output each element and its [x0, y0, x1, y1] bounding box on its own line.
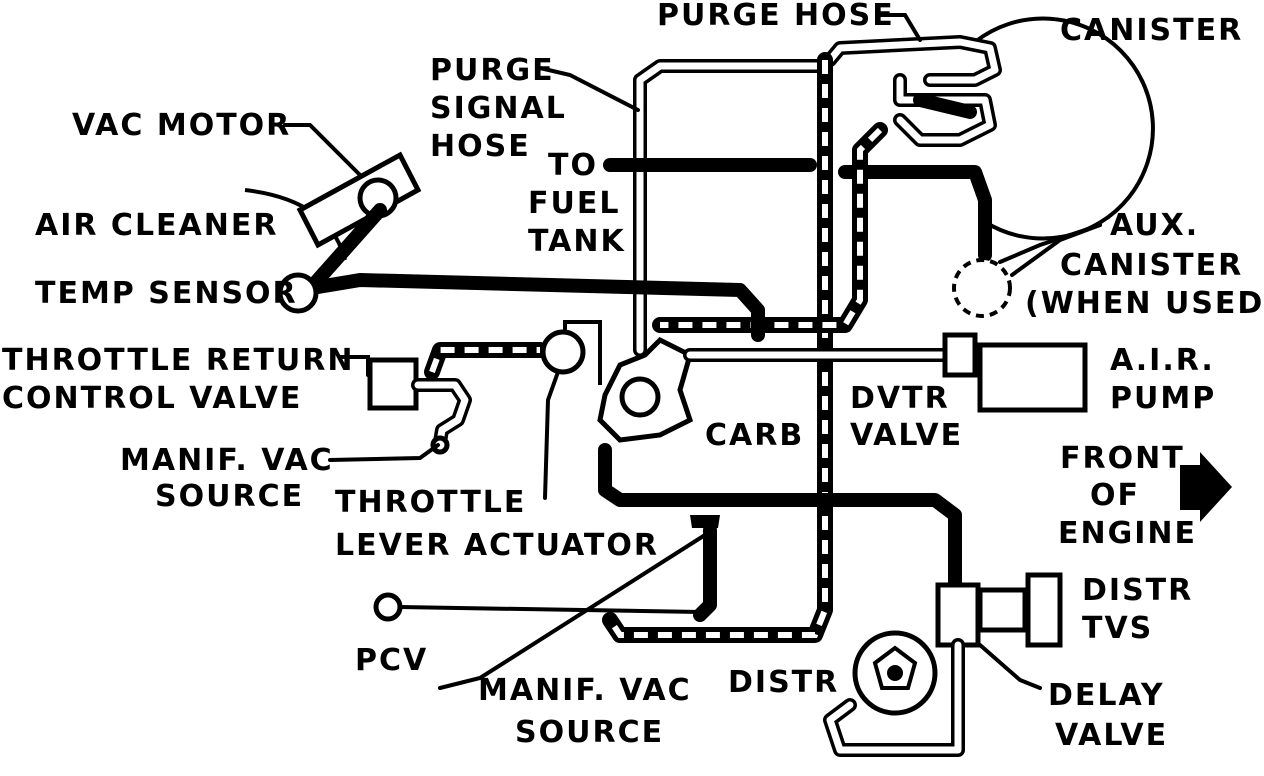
pcv — [373, 592, 701, 622]
manif-vac-source-fitting — [690, 515, 720, 622]
label-delay-valve-2: VALVE — [1055, 718, 1168, 753]
label-to-fuel-tank-2: FUEL — [528, 186, 620, 221]
label-temp-sensor: TEMP SENSOR — [35, 276, 298, 311]
label-dvtr-valve-1: DVTR — [850, 381, 950, 416]
label-front-of-engine-2: OF — [1090, 478, 1140, 513]
label-air-pump-2: PUMP — [1110, 381, 1216, 416]
temp-sensor-hose — [293, 273, 765, 342]
label-vac-motor: VAC MOTOR — [72, 108, 291, 143]
label-to-fuel-tank-1: TO — [548, 148, 598, 183]
label-manif-vac-source-bottom-1: MANIF. VAC — [478, 673, 692, 708]
throttle-return-control-valve — [367, 357, 472, 455]
fuel-tank-hose-right — [838, 165, 992, 262]
label-front-of-engine-1: FRONT — [1060, 441, 1185, 476]
canister-to-carb-hose — [652, 122, 888, 333]
label-purge-signal-hose-1: PURGE — [430, 53, 555, 88]
carburetor — [597, 336, 694, 443]
label-distr-tvs-1: DISTR — [1082, 573, 1193, 608]
air-pump — [942, 332, 1088, 413]
label-to-fuel-tank-3: TANK — [528, 224, 626, 259]
label-aux-canister-3: (WHEN USED) — [1025, 286, 1264, 321]
distributor — [852, 630, 938, 716]
label-throttle-lever-1: THROTTLE — [335, 485, 526, 520]
front-arrow-icon — [1180, 452, 1232, 522]
label-air-pump-1: A.I.R. — [1110, 343, 1215, 378]
label-delay-valve-1: DELAY — [1048, 678, 1165, 713]
purge-hose-fittings — [823, 35, 1002, 147]
canister — [973, 16, 1155, 241]
aux-canister — [952, 258, 1012, 318]
throttle-lever-actuator — [540, 329, 586, 375]
label-carb: CARB — [705, 418, 804, 453]
delay-valve-hose — [823, 638, 965, 757]
label-purge-signal-hose-2: SIGNAL — [430, 91, 567, 126]
label-aux-canister-2: CANISTER — [1060, 248, 1243, 283]
label-throttle-lever-2: LEVER ACTUATOR — [335, 528, 659, 563]
distr-tvs — [935, 572, 1063, 648]
label-throttle-return-2: CONTROL VALVE — [2, 381, 302, 416]
label-distr: DISTR — [728, 665, 839, 700]
throttle-valve-hose — [424, 342, 548, 380]
label-aux-canister-1: AUX. — [1110, 208, 1199, 243]
label-purge-signal-hose-3: HOSE — [430, 129, 531, 164]
label-front-of-engine-3: ENGINE — [1058, 516, 1197, 551]
label-pcv: PCV — [355, 643, 428, 678]
label-throttle-return-1: THROTTLE RETURN — [2, 343, 354, 378]
label-dvtr-valve-2: VALVE — [850, 418, 963, 453]
purge-signal-hose — [633, 59, 827, 357]
label-air-cleaner: AIR CLEANER — [35, 208, 278, 243]
temp-sensor — [277, 272, 319, 314]
label-canister: CANISTER — [1060, 13, 1243, 48]
label-distr-tvs-2: TVS — [1082, 611, 1153, 646]
label-manif-vac-source-bottom-2: SOURCE — [515, 715, 664, 750]
leader-lines — [283, 13, 1102, 690]
label-purge-hose: PURGE HOSE — [657, 0, 895, 33]
label-manif-vac-source-left-2: SOURCE — [155, 479, 304, 514]
label-manif-vac-source-left-1: MANIF. VAC — [120, 443, 334, 478]
carb-to-tvs-hose — [598, 443, 962, 597]
purge-hose-dashed — [602, 52, 833, 643]
